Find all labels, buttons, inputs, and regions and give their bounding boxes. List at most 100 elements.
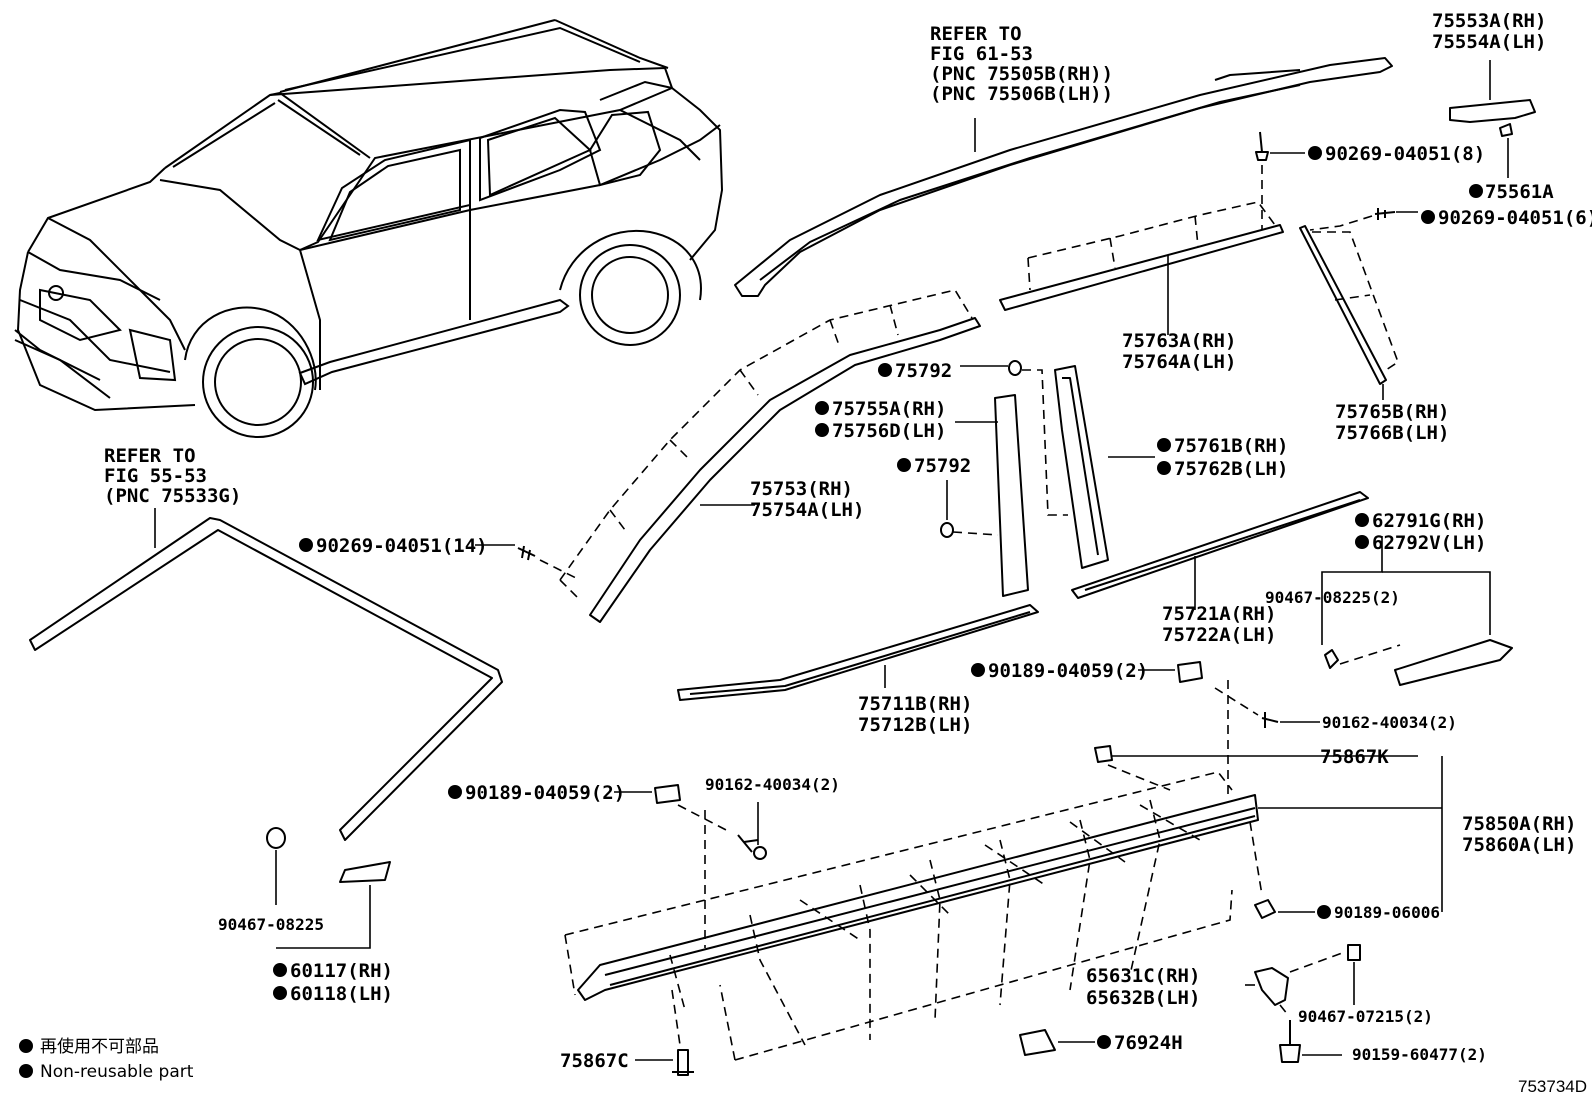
center-pillar-garnish-front: [940, 394, 1029, 597]
part-label-90159: 90159-60477(2): [1352, 1045, 1487, 1064]
ref-line: REFER TO: [930, 23, 1022, 45]
part-number: 75766B(LH): [1335, 422, 1449, 444]
ref-line: (PNC 75506B(LH)): [930, 83, 1113, 105]
part-number: 65631C(RH): [1086, 965, 1200, 987]
part-number: 75792: [895, 360, 952, 382]
part-number: 76924H: [1114, 1032, 1183, 1054]
legend-en-text: Non-reusable part: [40, 1062, 194, 1082]
mudguard-bracket: [1245, 951, 1346, 1006]
ref-line: FIG 55-53: [104, 465, 207, 487]
part-label-75867c: 75867C: [560, 1050, 629, 1072]
part-number: 90269-04051(6): [1438, 207, 1592, 229]
quarter-window-clip-group: [266, 827, 391, 949]
clip-icon: [1255, 131, 1305, 230]
part-number: 75554A(LH): [1432, 31, 1546, 53]
part-number: 90467-07215(2): [1298, 1007, 1433, 1026]
door-frame-moulding-upper: [999, 201, 1284, 335]
part-label-75553: 75553A(RH) 75554A(LH): [1432, 10, 1546, 53]
grommet-icon: [614, 784, 731, 948]
part-label-60117: 60117(RH) 60118(LH): [273, 960, 393, 1005]
grommet-icon: [1138, 661, 1259, 800]
part-number: 75553A(RH): [1432, 10, 1546, 32]
part-number: 75722A(LH): [1162, 624, 1276, 646]
part-label-75792-lower: 75792: [897, 455, 971, 477]
part-number: 75753(RH): [750, 478, 853, 500]
nonreusable-dot-icon: [971, 663, 985, 677]
part-number: 65632B(LH): [1086, 987, 1200, 1009]
part-number: 90189-06006: [1334, 903, 1440, 922]
part-number: 60117(RH): [290, 960, 393, 982]
ref-line: (PNC 75505B(RH)): [930, 63, 1113, 85]
legend: 再使用不可部品 Non-reusable part: [19, 1036, 194, 1082]
rear-pillar-moulding: [1299, 225, 1399, 400]
fender-liner-garnish: [1321, 536, 1513, 686]
part-number: 75755A(RH): [832, 398, 946, 420]
part-label-75850: 75850A(RH) 75860A(LH): [1462, 813, 1576, 856]
front-door-frame-moulding: [475, 289, 981, 623]
part-number: 75761B(RH): [1174, 435, 1288, 457]
ref-line: REFER TO: [104, 445, 196, 467]
nonreusable-dot-icon: [19, 1039, 33, 1053]
part-number: 60118(LH): [290, 983, 393, 1005]
clip-90467-07215-icon: [1347, 944, 1361, 1005]
part-label-75761: 75761B(RH) 75762B(LH): [1157, 435, 1288, 480]
part-label-90269-14: 90269-04051(14): [299, 535, 488, 557]
bolt-icon: [1279, 1004, 1342, 1063]
part-label-75721: 75721A(RH) 75722A(LH): [1162, 603, 1276, 646]
ref-windshield-label: REFER TO FIG 55-53 (PNC 75533G): [104, 445, 241, 507]
part-label-75755: 75755A(RH) 75756D(LH): [815, 398, 946, 442]
part-number: 75754A(LH): [750, 499, 864, 521]
screw-icon: [1261, 712, 1320, 728]
nonreusable-dot-icon: [273, 986, 287, 1000]
part-number: 75860A(LH): [1462, 834, 1576, 856]
part-number: 75867C: [560, 1050, 629, 1072]
part-number: 75850A(RH): [1462, 813, 1576, 835]
part-number: 90162-40034(2): [705, 775, 840, 794]
part-number: 75763A(RH): [1122, 330, 1236, 352]
part-number: 75792: [914, 455, 971, 477]
clip-75867k-icon: [1094, 745, 1418, 791]
part-number: 90162-40034(2): [1322, 713, 1457, 732]
roof-rack-rail: [734, 57, 1393, 297]
nonreusable-dot-icon: [19, 1064, 33, 1078]
rocker-panel-moulding: [564, 756, 1443, 1061]
legend-jp-text: 再使用不可部品: [40, 1036, 159, 1057]
nonreusable-dot-icon: [1469, 184, 1483, 198]
rear-belt-moulding: [1071, 491, 1369, 610]
ref-roof-rack-label: REFER TO FIG 61-53 (PNC 75505B(RH)) (PNC…: [930, 23, 1113, 105]
part-label-90467-08225: 90467-08225: [218, 915, 324, 934]
mudguard-clip-icon: [1019, 1029, 1095, 1056]
front-belt-moulding: [677, 604, 1039, 701]
part-number: 75756D(LH): [832, 420, 946, 442]
screw-icon: [737, 802, 767, 860]
part-number: 90159-60477(2): [1352, 1045, 1487, 1064]
nonreusable-dot-icon: [1317, 905, 1331, 919]
part-label-62791: 62791G(RH) 62792V(LH): [1355, 510, 1486, 554]
part-label-90269-6: 90269-04051(6): [1421, 207, 1592, 229]
nonreusable-dot-icon: [897, 458, 911, 472]
part-label-90269-8: 90269-04051(8): [1308, 143, 1485, 165]
part-label-90467-2: 90467-08225(2): [1265, 588, 1400, 607]
part-label-75765: 75765B(RH) 75766B(LH): [1335, 401, 1449, 444]
part-label-75792-upper: 75792: [878, 360, 952, 382]
part-label-65631: 65631C(RH) 65632B(LH): [1086, 965, 1200, 1009]
nonreusable-dot-icon: [878, 363, 892, 377]
part-label-75753: 75753(RH) 75754A(LH): [750, 478, 864, 521]
nonreusable-dot-icon: [815, 401, 829, 415]
part-label-90189-lower: 90189-04059(2): [448, 782, 625, 804]
ref-line: (PNC 75533G): [104, 485, 241, 507]
nonreusable-dot-icon: [815, 423, 829, 437]
nonreusable-dot-icon: [1157, 461, 1171, 475]
clip-75867c-icon: [635, 989, 694, 1076]
part-number: 75765B(RH): [1335, 401, 1449, 423]
part-number: 75721A(RH): [1162, 603, 1276, 625]
ref-line: FIG 61-53: [930, 43, 1033, 65]
part-label-75763: 75763A(RH) 75764A(LH): [1122, 330, 1236, 373]
part-label-76924: 76924H: [1097, 1032, 1183, 1054]
nonreusable-dot-icon: [1157, 438, 1171, 452]
windshield-moulding: [29, 508, 503, 841]
part-number: 62792V(LH): [1372, 532, 1486, 554]
vehicle-illustration: [14, 19, 724, 438]
nonreusable-dot-icon: [448, 785, 462, 799]
